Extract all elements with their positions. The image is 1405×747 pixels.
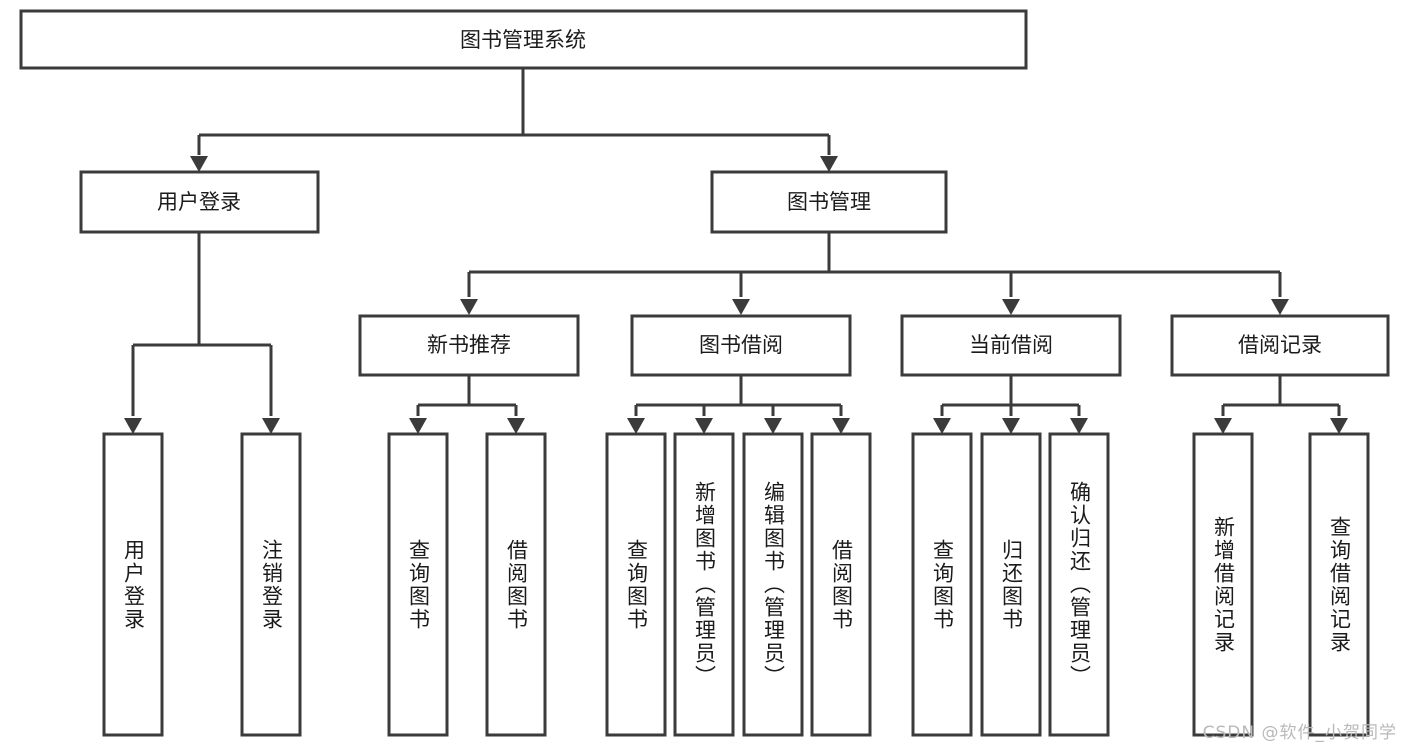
node-leaf-confirm-return-box[interactable] (1048, 432, 1110, 737)
node-leaf-logout-login-box[interactable] (240, 432, 302, 737)
csdn-watermark: CSDN @软件_小贺同学 (1202, 723, 1397, 743)
node-root[interactable]: 图书管理系统 (19, 9, 1028, 70)
node-leaf-query-book-2-box[interactable] (605, 432, 667, 737)
node-leaf-add-record-label: 新增借阅记录 (1211, 515, 1236, 654)
node-root-label: 图书管理系统 (460, 28, 586, 52)
node-root-box[interactable] (19, 9, 1028, 70)
node-leaf-add-record-box[interactable] (1192, 432, 1254, 737)
node-leaf-return-book-box[interactable] (980, 432, 1042, 737)
node-borrow-record-label: 借阅记录 (1238, 333, 1322, 357)
node-leaf-query-record-label: 查询借阅记录 (1327, 515, 1352, 654)
node-user-login[interactable]: 用户登录 (79, 170, 320, 234)
node-book-management[interactable]: 图书管理 (710, 170, 948, 234)
node-current-borrow-label: 当前借阅 (969, 333, 1053, 357)
arrow-to-leaf-query-book-1 (409, 418, 427, 434)
node-leaf-edit-book-box[interactable] (742, 432, 804, 737)
arrow-to-book-borrow (732, 299, 750, 315)
arrow-to-leaf-query-record (1330, 418, 1348, 434)
arrow-to-leaf-logout-login (262, 418, 280, 434)
node-leaf-add-book-label: 新增图书（管理员） (692, 481, 717, 688)
node-borrow-record[interactable]: 借阅记录 (1170, 314, 1390, 377)
arrow-to-current-borrow (1002, 299, 1020, 315)
node-leaf-borrow-book-2-box[interactable] (810, 432, 872, 737)
node-leaf-return-book-label: 归还图书 (999, 538, 1024, 631)
arrow-to-leaf-query-book-3 (933, 418, 951, 434)
node-new-book-recommend-label: 新书推荐 (427, 333, 511, 357)
node-new-book-recommend-box[interactable] (358, 314, 580, 377)
node-leaf-query-book-2-label: 查询图书 (624, 538, 649, 631)
node-leaf-edit-book[interactable]: 编辑图书（管理员） (742, 432, 804, 737)
arrow-to-new-book-recommend (460, 299, 478, 315)
node-leaf-query-book-1-box[interactable] (387, 432, 449, 737)
arrow-to-leaf-add-record (1214, 418, 1232, 434)
node-leaf-edit-book-label: 编辑图书（管理员） (761, 481, 786, 688)
arrow-to-leaf-borrow-book-1 (507, 418, 525, 434)
arrow-to-leaf-borrow-book-2 (832, 418, 850, 434)
arrow-to-book-management (820, 156, 838, 172)
node-leaf-user-login[interactable]: 用户登录 (102, 432, 164, 737)
node-leaf-borrow-book-2-label: 借阅图书 (829, 538, 854, 631)
arrow-to-leaf-add-book (695, 418, 713, 434)
node-leaf-confirm-return-label: 确认归还（管理员） (1067, 481, 1092, 688)
node-book-borrow[interactable]: 图书借阅 (630, 314, 852, 377)
node-new-book-recommend[interactable]: 新书推荐 (358, 314, 580, 377)
node-leaf-query-record[interactable]: 查询借阅记录 (1308, 432, 1370, 737)
node-leaf-query-book-1[interactable]: 查询图书 (387, 432, 449, 737)
node-leaf-add-record[interactable]: 新增借阅记录 (1192, 432, 1254, 737)
node-leaf-user-login-label: 用户登录 (121, 538, 146, 631)
node-leaf-borrow-book-2[interactable]: 借阅图书 (810, 432, 872, 737)
arrow-to-leaf-return-book (1002, 418, 1020, 434)
node-leaf-add-book[interactable]: 新增图书（管理员） (673, 432, 735, 737)
node-leaf-confirm-return[interactable]: 确认归还（管理员） (1048, 432, 1110, 737)
arrow-to-leaf-edit-book (764, 418, 782, 434)
node-leaf-query-record-box[interactable] (1308, 432, 1370, 737)
node-book-borrow-label: 图书借阅 (699, 333, 783, 357)
node-leaf-query-book-3-box[interactable] (911, 432, 973, 737)
node-borrow-record-box[interactable] (1170, 314, 1390, 377)
node-leaf-query-book-2[interactable]: 查询图书 (605, 432, 667, 737)
node-book-management-label: 图书管理 (787, 190, 871, 214)
arrow-to-leaf-query-book-2 (627, 418, 645, 434)
node-leaf-query-book-3-label: 查询图书 (930, 538, 955, 631)
node-current-borrow[interactable]: 当前借阅 (900, 314, 1122, 377)
node-leaf-add-book-box[interactable] (673, 432, 735, 737)
node-user-login-label: 用户登录 (157, 190, 241, 214)
arrow-to-leaf-confirm-return (1070, 418, 1088, 434)
arrow-to-borrow-record (1271, 299, 1289, 315)
node-leaf-query-book-1-label: 查询图书 (406, 538, 431, 631)
node-user-login-box[interactable] (79, 170, 320, 234)
node-leaf-borrow-book-1[interactable]: 借阅图书 (485, 432, 547, 737)
node-leaf-logout-login[interactable]: 注销登录 (240, 432, 302, 737)
arrow-to-user-login (190, 156, 208, 172)
node-current-borrow-box[interactable] (900, 314, 1122, 377)
node-leaf-user-login-box[interactable] (102, 432, 164, 737)
arrow-to-leaf-user-login (124, 418, 142, 434)
node-book-borrow-box[interactable] (630, 314, 852, 377)
node-book-management-box[interactable] (710, 170, 948, 234)
connector-layer (124, 68, 1348, 434)
node-leaf-borrow-book-1-label: 借阅图书 (504, 538, 529, 631)
node-leaf-query-book-3[interactable]: 查询图书 (911, 432, 973, 737)
node-leaf-borrow-book-1-box[interactable] (485, 432, 547, 737)
node-leaf-logout-login-label: 注销登录 (259, 538, 284, 631)
node-leaf-return-book[interactable]: 归还图书 (980, 432, 1042, 737)
